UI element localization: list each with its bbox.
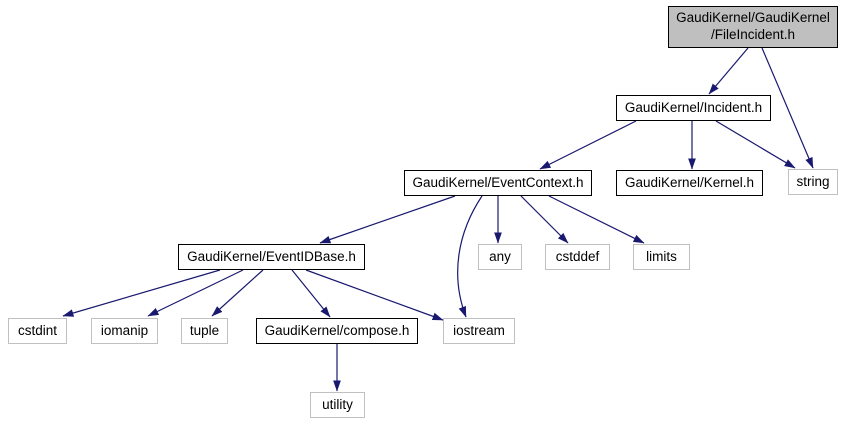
node-iostream: iostream — [443, 318, 515, 344]
node-compose[interactable]: GaudiKernel/compose.h — [256, 318, 418, 344]
node-tuple: tuple — [181, 318, 228, 344]
node-utility: utility — [310, 392, 365, 418]
edge-eventcontext-eventidbase — [319, 195, 456, 244]
node-cstdint: cstdint — [8, 318, 67, 344]
edge-fileincident-string — [761, 47, 814, 169]
node-fileincident-label-line2: /FileIncident.h — [710, 27, 796, 42]
node-eventidbase[interactable]: GaudiKernel/EventIDBase.h — [178, 244, 365, 270]
node-string: string — [788, 169, 838, 195]
node-kernel[interactable]: GaudiKernel/Kernel.h — [616, 170, 763, 196]
edge-eventidbase-tuple — [211, 269, 264, 317]
edge-incident-string — [715, 120, 796, 169]
edge-incident-eventcontext — [539, 120, 637, 170]
node-cstddef: cstddef — [545, 244, 610, 270]
edge-eventidbase-iostream — [305, 269, 444, 321]
node-limits: limits — [633, 244, 690, 270]
node-any: any — [478, 244, 522, 270]
edge-eventidbase-compose — [291, 269, 331, 318]
edge-eventcontext-cstddef — [520, 195, 569, 244]
edge-eventcontext-iostream — [457, 195, 483, 318]
node-fileincident-label-line1: GaudiKernel/GaudiKernel — [676, 10, 830, 26]
node-fileincident: GaudiKernel/GaudiKernel /FileIncident.h — [668, 6, 838, 48]
edge-eventidbase-cstdint — [62, 269, 221, 317]
edge-fileincident-incident — [708, 47, 749, 95]
node-incident[interactable]: GaudiKernel/Incident.h — [616, 95, 771, 121]
node-eventcontext[interactable]: GaudiKernel/EventContext.h — [404, 170, 592, 196]
edge-eventidbase-iomanip — [147, 269, 244, 317]
edge-eventcontext-limits — [548, 195, 645, 244]
node-iomanip: iomanip — [91, 318, 158, 344]
